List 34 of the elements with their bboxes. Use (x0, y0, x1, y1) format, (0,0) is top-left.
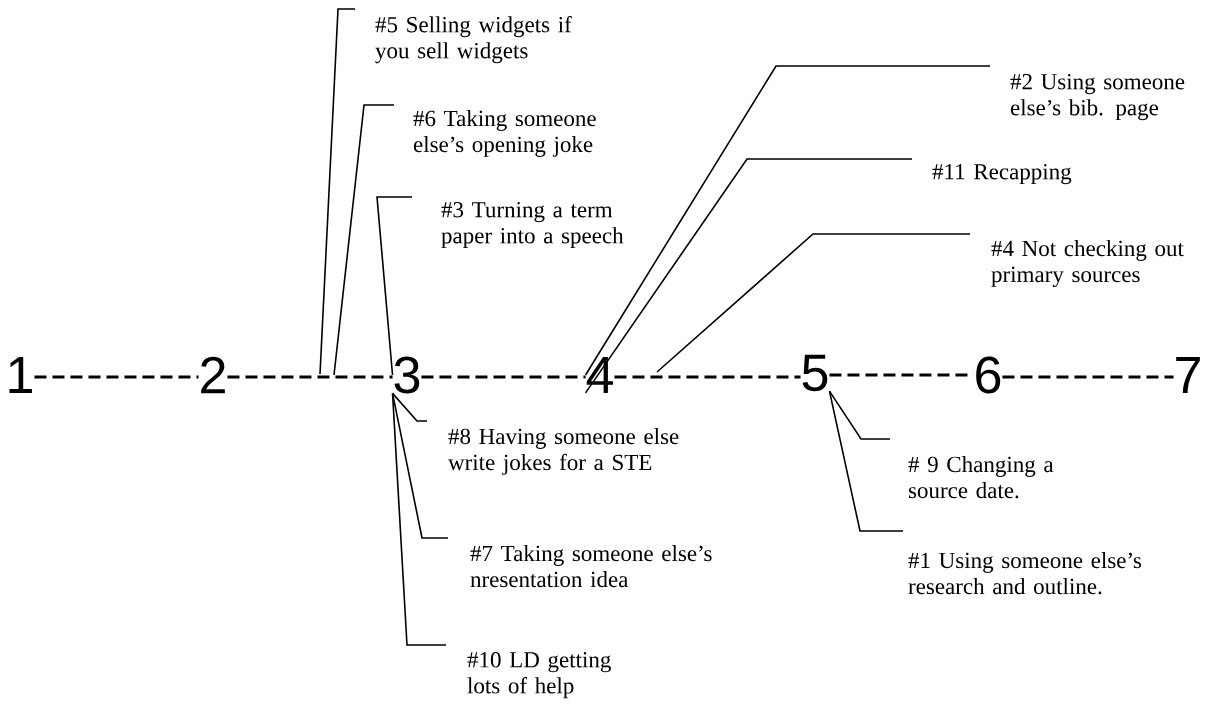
dashed-scale-line (614, 375, 801, 379)
scale-number: 1 (9, 357, 32, 393)
annotation-text: #4 Not checking out primary sources (991, 240, 1184, 287)
annotation-text: #8 Having someone else write jokes for a STE (448, 428, 679, 475)
annotation-text: #7 Taking someone else’s nresentation idea (470, 545, 712, 588)
dashed-scale-line (1002, 375, 1174, 379)
annotation-text: #1 Using someone else’s research and outline. (908, 552, 1141, 595)
dashed-scale-line (227, 375, 393, 379)
leader-line (391, 392, 447, 646)
leader-line (333, 104, 395, 376)
scale-number: 6 (976, 356, 1001, 394)
leader-line (828, 390, 891, 440)
leader-line (828, 390, 904, 532)
dashed-scale-line (829, 373, 974, 377)
leader-line (391, 392, 428, 422)
annotation-text: #3 Turning a term paper into a speech (441, 202, 624, 249)
scale-number: 5 (802, 354, 828, 392)
annotation-text: #10 LD getting lots of help (467, 652, 611, 699)
annotation-text: #5 Selling widgets if you sell widgets (375, 16, 572, 64)
leader-line (584, 158, 913, 394)
scale-number: 2 (201, 356, 225, 394)
dashed-scale-line (421, 375, 586, 379)
annotation-text: #11 Recapping (932, 164, 1072, 185)
annotation-text: # 9 Changing a source date. (908, 456, 1054, 499)
annotation-text: #2 Using someone else’s bib. page (1010, 74, 1185, 121)
leader-line (391, 392, 449, 539)
scale-number: 7 (1176, 357, 1200, 393)
annotation-text: #6 Taking someone else’s opening joke (413, 110, 596, 157)
leader-line (656, 233, 971, 373)
leader-line (376, 196, 413, 376)
scale-number: 3 (394, 356, 420, 394)
leader-line (319, 8, 356, 375)
dashed-scale-line (34, 375, 199, 379)
leader-line (584, 65, 991, 376)
